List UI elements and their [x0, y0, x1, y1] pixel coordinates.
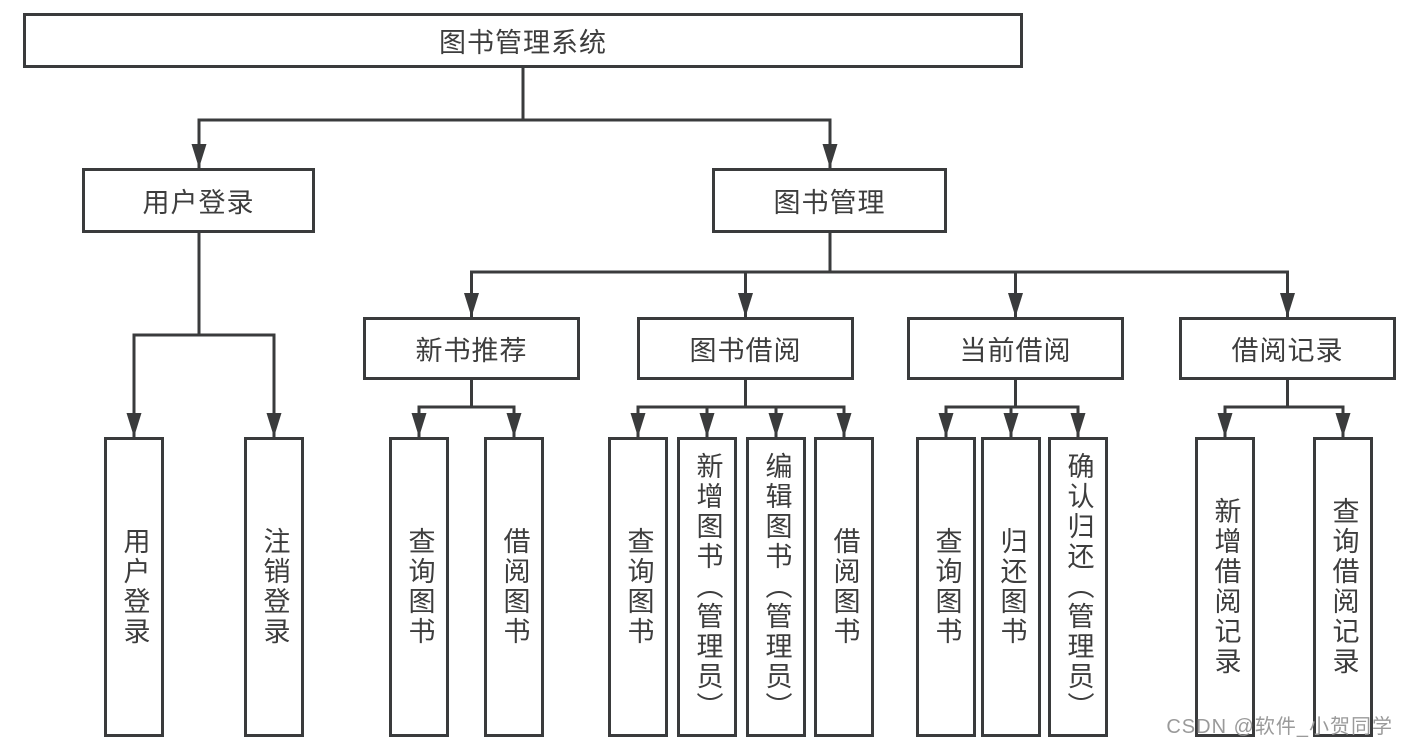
leaf-borrow-books-borrowing: 借阅图书 — [814, 437, 874, 737]
leaf-user-login: 用户登录 — [104, 437, 164, 737]
leaf-query-books-recommend: 查询图书 — [389, 437, 449, 737]
csdn-watermark: CSDN @软件_小贺同学 — [1166, 716, 1393, 738]
leaf-borrow-books-recommend-label: 借阅图书 — [499, 527, 530, 647]
leaf-logout: 注销登录 — [244, 437, 304, 737]
node-user-login: 用户登录 — [82, 168, 315, 233]
node-borrow-records: 借阅记录 — [1179, 317, 1396, 380]
leaf-query-borrow-record-label: 查询借阅记录 — [1328, 497, 1359, 677]
leaf-query-books-borrowing: 查询图书 — [608, 437, 668, 737]
leaf-logout-label: 注销登录 — [259, 527, 290, 647]
leaf-borrow-books-borrowing-label: 借阅图书 — [829, 527, 860, 647]
node-user-login-label: 用户登录 — [142, 188, 255, 218]
leaf-add-book-admin: 新增图书（管理员） — [677, 437, 737, 737]
node-book-borrowing-label: 图书借阅 — [689, 336, 802, 366]
leaf-add-borrow-record: 新增借阅记录 — [1195, 437, 1255, 737]
leaf-query-borrow-record: 查询借阅记录 — [1313, 437, 1373, 737]
leaf-borrow-books-recommend: 借阅图书 — [484, 437, 544, 737]
leaf-add-book-admin-label: 新增图书（管理员） — [692, 452, 723, 722]
leaf-query-books-current-label: 查询图书 — [931, 527, 962, 647]
leaf-edit-book-admin: 编辑图书（管理员） — [746, 437, 806, 737]
node-new-book-recommend-label: 新书推荐 — [415, 336, 528, 366]
leaf-add-borrow-record-label: 新增借阅记录 — [1210, 497, 1241, 677]
leaf-confirm-return-admin-label: 确认归还（管理员） — [1063, 452, 1094, 722]
leaf-confirm-return-admin: 确认归还（管理员） — [1048, 437, 1108, 737]
node-root: 图书管理系统 — [23, 13, 1023, 68]
node-book-management: 图书管理 — [712, 168, 947, 233]
leaf-return-books: 归还图书 — [981, 437, 1041, 737]
node-borrow-records-label: 借阅记录 — [1231, 336, 1344, 366]
leaf-query-books-borrowing-label: 查询图书 — [623, 527, 654, 647]
node-current-borrowing-label: 当前借阅 — [959, 336, 1072, 366]
node-book-borrowing: 图书借阅 — [637, 317, 854, 380]
node-new-book-recommend: 新书推荐 — [363, 317, 580, 380]
node-current-borrowing: 当前借阅 — [907, 317, 1124, 380]
leaf-return-books-label: 归还图书 — [996, 527, 1027, 647]
leaf-query-books-recommend-label: 查询图书 — [404, 527, 435, 647]
leaf-query-books-current: 查询图书 — [916, 437, 976, 737]
node-root-label: 图书管理系统 — [439, 28, 607, 58]
leaf-edit-book-admin-label: 编辑图书（管理员） — [761, 452, 792, 722]
leaf-user-login-label: 用户登录 — [119, 527, 150, 647]
node-book-management-label: 图书管理 — [773, 188, 886, 218]
